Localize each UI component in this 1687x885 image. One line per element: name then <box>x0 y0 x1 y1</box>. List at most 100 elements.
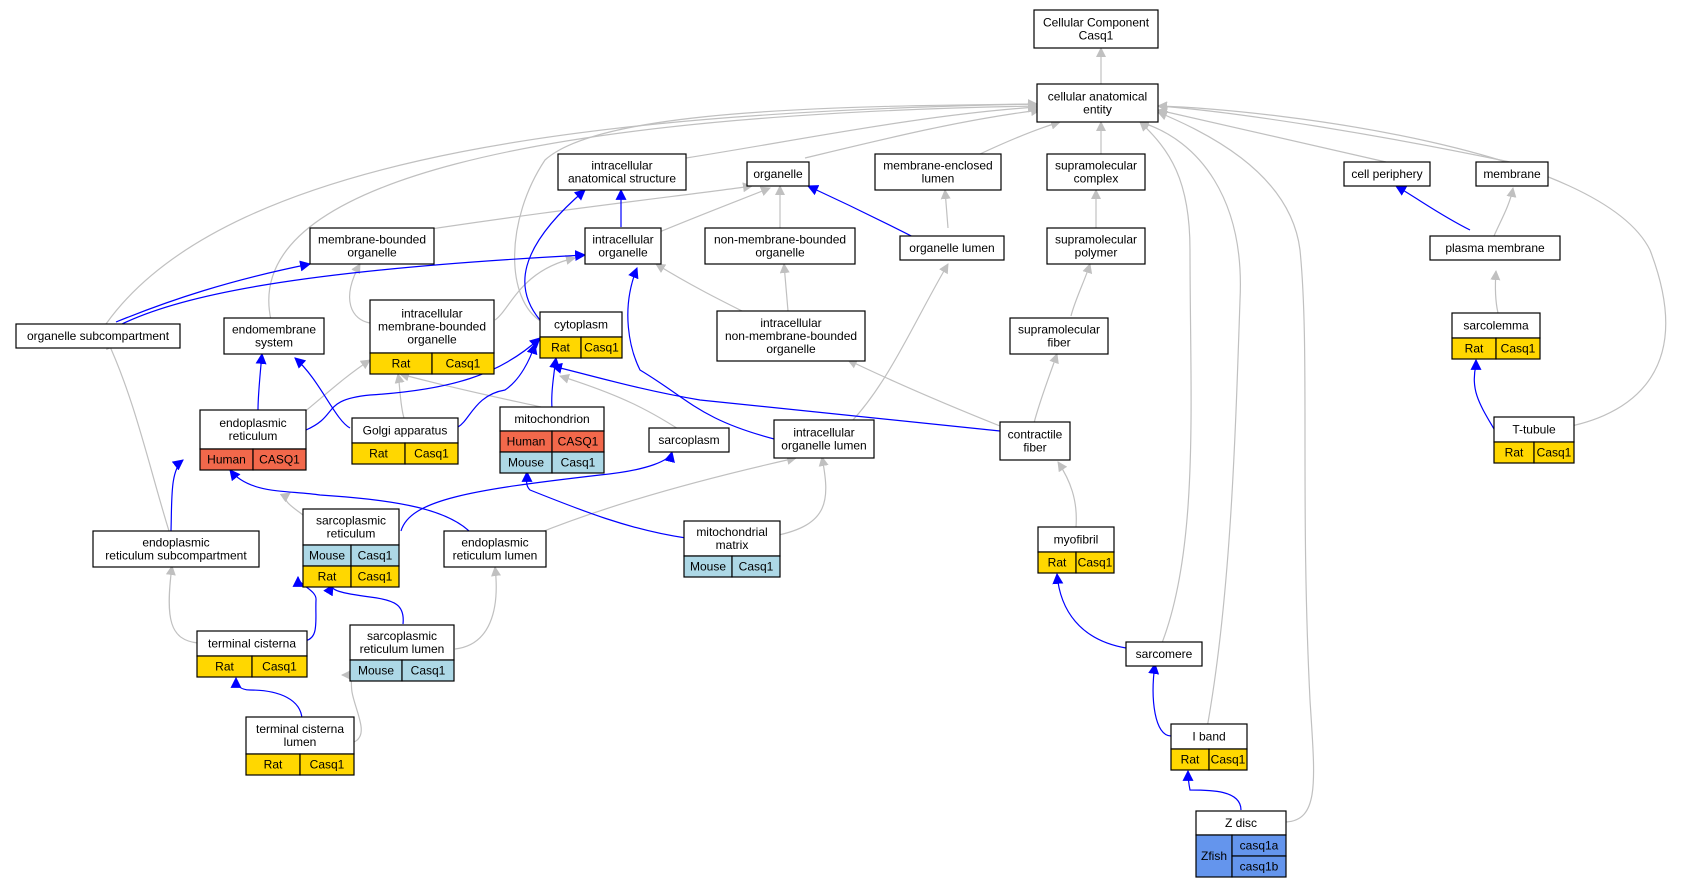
node-label: intracellular <box>592 233 653 247</box>
node-cper[interactable]: cell periphery <box>1343 161 1431 187</box>
gene-label: Casq1 <box>358 549 393 563</box>
node-label: supramolecular <box>1055 233 1137 247</box>
node-label: organelle subcompartment <box>27 329 170 343</box>
gene-cell <box>431 352 495 375</box>
gene-label: Casq1 <box>358 570 393 584</box>
node-box <box>1493 416 1575 443</box>
node-label: terminal cisterna <box>208 637 296 651</box>
node-imbo[interactable]: intracellularmembrane-boundedorganelleRa… <box>369 299 495 375</box>
edge-golgi-imbo <box>394 373 405 419</box>
gene-label: Casq1 <box>446 357 481 371</box>
node-box <box>199 409 307 450</box>
organism-label: Human <box>507 435 546 449</box>
node-label: mitochondrion <box>514 412 589 426</box>
edge-imbo-mbo <box>349 263 371 324</box>
edge-pm-cper <box>1395 185 1471 231</box>
edge-cper-cae <box>1157 107 1387 163</box>
edge-imbo-io <box>494 255 576 321</box>
node-box <box>716 310 866 362</box>
gene-cell <box>1075 551 1115 574</box>
node-box <box>1009 317 1109 355</box>
node-label: intracellular <box>793 426 854 440</box>
organism-label: Mouse <box>508 456 544 470</box>
node-org[interactable]: organelle <box>746 161 810 187</box>
node-label: fiber <box>1023 441 1046 455</box>
edge-osub-mbo <box>115 260 312 323</box>
node-label: membrane-enclosed <box>883 159 992 173</box>
node-inmbo[interactable]: intracellularnon-membrane-boundedorganel… <box>716 310 866 362</box>
node-box <box>1475 161 1549 187</box>
node-osub[interactable]: organelle subcompartment <box>15 323 181 349</box>
node-pm[interactable]: plasma membrane <box>1429 235 1561 261</box>
gene-label: Casq1 <box>310 758 345 772</box>
gene-label: Casq1 <box>739 560 774 574</box>
gene-label: Casq1 <box>411 664 446 678</box>
node-orgl[interactable]: organelle lumen <box>899 235 1005 261</box>
edge-pm-mem <box>1493 187 1517 237</box>
edge-cyto-cae <box>514 99 1038 323</box>
organism-label: Rat <box>1465 342 1484 356</box>
node-box <box>1036 83 1159 123</box>
node-label: sarcolemma <box>1463 319 1529 333</box>
organism-label: Rat <box>551 341 570 355</box>
node-label: supramolecular <box>1055 159 1137 173</box>
node-label: cytoplasm <box>554 318 608 332</box>
node-box <box>369 299 495 354</box>
edge-tcl-tcist <box>230 676 303 720</box>
node-label: supramolecular <box>1018 323 1100 337</box>
edge-sarcl-pm <box>1490 270 1501 314</box>
node-label: Z disc <box>1225 816 1257 830</box>
edge-zdisc-iband <box>1182 769 1242 811</box>
gene-label: Casq1 <box>262 660 297 674</box>
edge-tcist-ersub <box>165 565 199 644</box>
node-box <box>443 530 547 568</box>
node-label: non-membrane-bounded <box>725 329 857 343</box>
gene-cell <box>350 565 400 588</box>
node-label: sarcoplasm <box>658 433 719 447</box>
node-label: reticulum subcompartment <box>105 549 247 563</box>
edge-osub-io <box>119 250 587 326</box>
node-sarcp[interactable]: sarcoplasm <box>648 427 730 453</box>
gene-cell <box>251 655 308 678</box>
edge-er-cyto <box>305 337 541 431</box>
gene-label: CASQ1 <box>558 435 599 449</box>
edge-iol-orgl <box>851 263 949 422</box>
node-label: myofibril <box>1054 533 1099 547</box>
node-sarcm[interactable]: sarcomere <box>1125 641 1203 667</box>
gene-label: Casq1 <box>584 341 619 355</box>
node-box <box>349 624 455 661</box>
node-box <box>773 419 875 459</box>
organism-label: Rat <box>215 660 234 674</box>
node-label: organelle <box>598 246 648 260</box>
node-mem[interactable]: membrane <box>1475 161 1549 187</box>
